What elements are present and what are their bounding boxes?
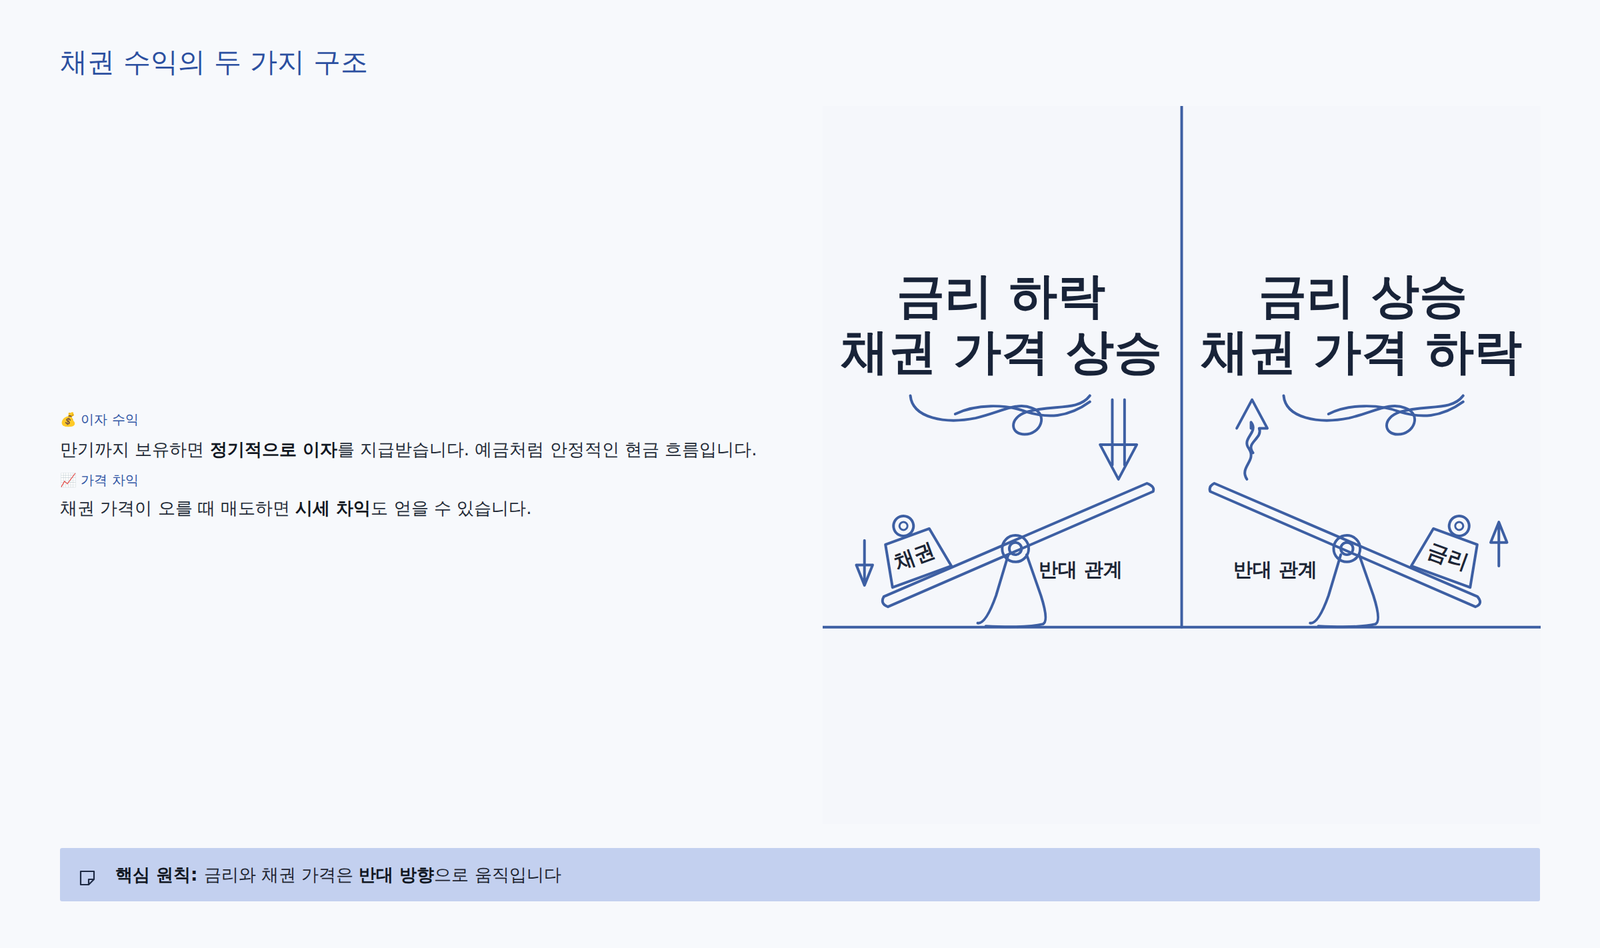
relation-label: 반대 관계 [1038,556,1123,584]
section-label: 💰 이자 수익 [60,411,139,428]
body-text: 도 얻을 수 있습니다. [370,498,532,518]
weight-shape: 금리 [1409,524,1487,590]
heading-text: 금리 하락 [896,269,1106,322]
text-line: 채권 가격이 오를 때 매도하면 시세 차익도 얻을 수 있습니다. [60,496,532,520]
heading-text: 금리 상승 [1258,269,1468,322]
heading-text: 채권 가격 하락 [1200,325,1522,378]
weight-shape: 채권 [876,524,954,590]
principle-text: 금리와 채권 가격은 [204,864,360,885]
section-label: 📈 가격 차익 [60,472,139,488]
body-text: 시세 차익 [295,498,371,518]
principle-text: 핵심 원칙: [115,864,204,885]
text-line: 만기까지 보유하면 정기적으로 이자를 지급받습니다. 예금처럼 안정적인 현금… [60,438,757,462]
page-title: 채권 수익의 두 가지 구조 [60,44,368,81]
illustration-panel: 금리 하락채권 가격 상승 금리 상승채권 가격 하락반대 관계 반대 관계 채권 금리 [822,106,1541,824]
body-text: 만기까지 보유하면 [60,439,210,460]
body-text: 를 지급받습니다. 예금처럼 안정적인 현금 흐름입니다. [337,439,758,460]
principle-band: 핵심 원칙: 금리와 채권 가격은 반대 방향으로 움직입니다 [60,848,1540,902]
body-text: 정기적으로 이자 [210,439,338,460]
heading-text: 채권 가격 상승 [840,325,1162,378]
body-text: 채권 가격이 오를 때 매도하면 [60,498,296,518]
note-icon [78,869,96,887]
text-line: 📈 가격 차익 [60,471,139,490]
text-line: 💰 이자 수익 [60,410,139,429]
principle-text: 반대 방향 [358,864,434,885]
seesaw-illustration [822,106,1541,824]
relation-label: 반대 관계 [1233,556,1318,584]
principle-text: 으로 움직입니다 [434,864,561,885]
